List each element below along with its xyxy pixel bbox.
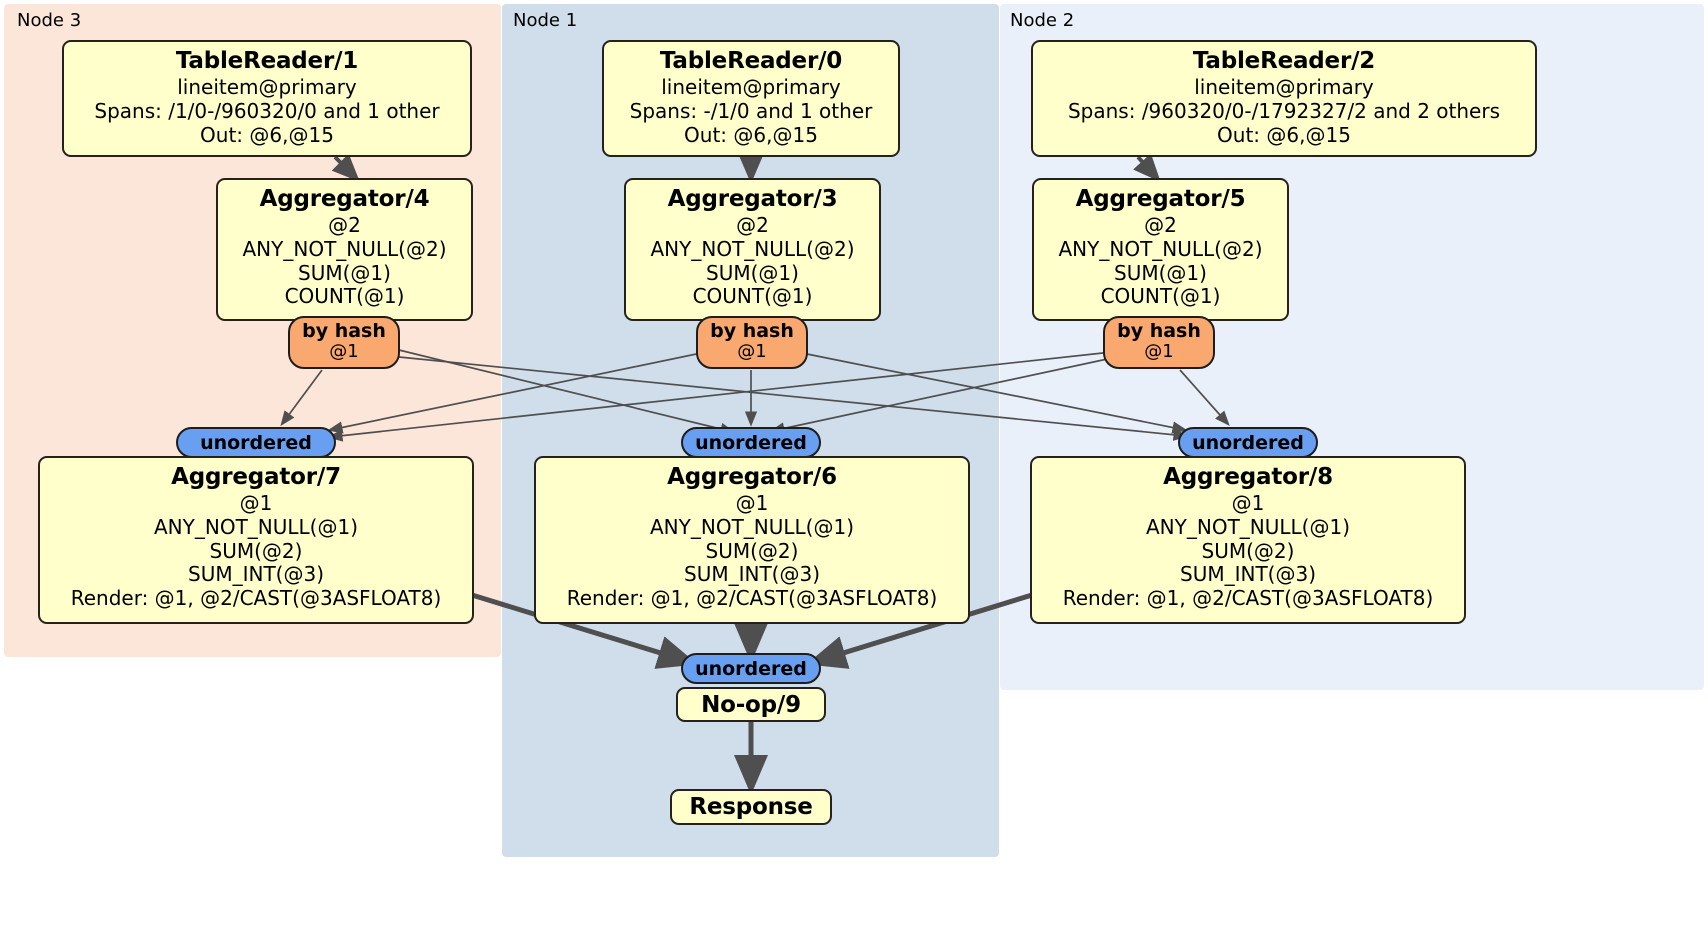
router-label: by hash [302,320,386,342]
processor-tablereader-2[interactable]: TableReader/2 lineitem@primary Spans: /9… [1031,40,1537,157]
processor-line: ANY_NOT_NULL(@1) [650,515,854,540]
router-label: by hash [1117,320,1201,342]
processor-line: COUNT(@1) [692,284,813,309]
node-label-node1: Node 1 [513,10,578,31]
processor-aggregator-5[interactable]: Aggregator/5 @2 ANY_NOT_NULL(@2) SUM(@1)… [1032,178,1289,321]
processor-line: COUNT(@1) [1100,284,1221,309]
router-label: unordered [695,658,807,680]
processor-aggregator-4[interactable]: Aggregator/4 @2 ANY_NOT_NULL(@2) SUM(@1)… [216,178,473,321]
processor-line: lineitem@primary [661,75,841,100]
processor-line: SUM_INT(@3) [1180,562,1316,587]
processor-aggregator-7[interactable]: Aggregator/7 @1 ANY_NOT_NULL(@1) SUM(@2)… [38,456,474,624]
router-sublabel: @1 [1144,341,1174,363]
processor-aggregator-6[interactable]: Aggregator/6 @1 ANY_NOT_NULL(@1) SUM(@2)… [534,456,970,624]
processor-aggregator-3[interactable]: Aggregator/3 @2 ANY_NOT_NULL(@2) SUM(@1)… [624,178,881,321]
router-by-hash-left[interactable]: by hash @1 [288,316,400,369]
router-unordered-mid[interactable]: unordered [681,427,821,458]
node-label-node2: Node 2 [1010,10,1075,31]
router-unordered-left[interactable]: unordered [176,427,336,458]
router-sublabel: @1 [329,341,359,363]
router-unordered-right[interactable]: unordered [1178,427,1318,458]
processor-title: TableReader/1 [175,48,359,74]
processor-line: ANY_NOT_NULL(@1) [1146,515,1350,540]
processor-line: Spans: /960320/0-/1792327/2 and 2 others [1067,99,1500,124]
processor-line: SUM(@1) [298,260,391,285]
router-sublabel: @1 [737,341,767,363]
processor-line: ANY_NOT_NULL(@1) [154,515,358,540]
processor-line: SUM_INT(@3) [684,562,820,587]
processor-line: SUM_INT(@3) [188,562,324,587]
processor-line: Out: @6,@15 [684,122,818,147]
processor-line: COUNT(@1) [284,284,405,309]
processor-line: Spans: -/1/0 and 1 other [629,99,873,124]
processor-line: ANY_NOT_NULL(@2) [242,237,447,262]
processor-line: Out: @6,@15 [200,122,334,147]
processor-response[interactable]: Response [670,789,832,825]
processor-line: @1 [1231,491,1265,516]
processor-line: @2 [736,213,769,238]
router-label: by hash [710,320,794,342]
processor-line: Spans: /1/0-/960320/0 and 1 other [94,99,440,124]
processor-title: Aggregator/8 [1163,464,1333,490]
processor-line: ANY_NOT_NULL(@2) [650,237,855,262]
processor-line: SUM(@2) [1201,538,1295,563]
processor-line: @1 [239,491,273,516]
processor-title: Aggregator/7 [171,464,341,490]
router-by-hash-right[interactable]: by hash @1 [1103,316,1215,369]
processor-line: Out: @6,@15 [1217,122,1351,147]
processor-line: SUM(@1) [706,260,799,285]
processor-line: SUM(@2) [705,538,799,563]
router-label: unordered [200,432,312,454]
processor-noop-9[interactable]: No-op/9 [676,687,826,722]
processor-line: Render: @1, @2/CAST(@3ASFLOAT8) [1062,585,1434,610]
router-by-hash-mid[interactable]: by hash @1 [696,316,808,369]
node-label-node3: Node 3 [17,10,82,31]
processor-title: Aggregator/3 [667,186,838,212]
processor-title: Aggregator/6 [667,464,837,490]
router-label: unordered [695,432,807,454]
processor-line: lineitem@primary [1194,75,1374,100]
processor-line: SUM(@1) [1114,260,1207,285]
processor-line: @2 [328,213,361,238]
router-label: unordered [1192,432,1304,454]
processor-tablereader-0[interactable]: TableReader/0 lineitem@primary Spans: -/… [602,40,900,157]
processor-line: SUM(@2) [209,538,303,563]
processor-title: Aggregator/4 [259,186,430,212]
processor-line: ANY_NOT_NULL(@2) [1058,237,1263,262]
processor-title: TableReader/2 [1192,48,1376,74]
processor-line: Render: @1, @2/CAST(@3ASFLOAT8) [566,585,938,610]
router-unordered-final[interactable]: unordered [681,653,821,684]
processor-title: No-op/9 [701,692,801,718]
processor-aggregator-8[interactable]: Aggregator/8 @1 ANY_NOT_NULL(@1) SUM(@2)… [1030,456,1466,624]
processor-line: @2 [1144,213,1177,238]
processor-line: @1 [735,491,769,516]
processor-line: lineitem@primary [177,75,357,100]
processor-title: Response [689,794,813,820]
processor-line: Render: @1, @2/CAST(@3ASFLOAT8) [70,585,442,610]
processor-tablereader-1[interactable]: TableReader/1 lineitem@primary Spans: /1… [62,40,472,157]
processor-title: Aggregator/5 [1075,186,1246,212]
processor-title: TableReader/0 [659,48,843,74]
